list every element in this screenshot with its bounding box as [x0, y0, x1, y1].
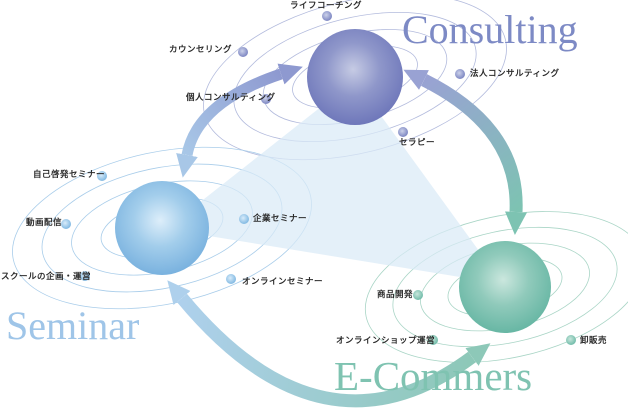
arrow-seminar-consulting [176, 63, 303, 178]
arrow-consulting-ecommers [403, 69, 527, 235]
label-counseling: カウンセリング [169, 44, 233, 54]
satellite-dot-corporate-seminar [239, 214, 249, 224]
title-seminar: Seminar [6, 303, 140, 348]
satellite-dot-self-development-seminar [97, 171, 107, 181]
satellite-dot-online-seminar [226, 274, 236, 284]
label-corporate-seminar: 企業セミナー [253, 213, 308, 223]
sphere-ecommers [459, 241, 551, 333]
label-school-planning: スクールの企画・運営 [1, 271, 92, 281]
satellite-dot-life-coaching [322, 11, 332, 21]
label-product-development: 商品開発 [377, 289, 414, 299]
satellite-dot-online-shop [428, 335, 438, 345]
label-corporate-consulting: 法人コンサルティング [470, 68, 560, 78]
title-ecommers: E-Commers [334, 353, 533, 399]
satellite-dot-video-streaming [61, 219, 71, 229]
satellite-dot-product-development [413, 290, 423, 300]
label-personal-consulting: 個人コンサルティング [186, 92, 276, 102]
satellite-dot-wholesale [566, 335, 576, 345]
label-wholesale: 卸販売 [580, 335, 608, 345]
satellite-dot-school-planning [80, 271, 90, 281]
satellite-dot-personal-consulting [261, 94, 271, 104]
label-video-streaming: 動画配信 [26, 217, 63, 227]
label-online-shop: オンラインショップ運営 [336, 335, 436, 345]
satellite-dot-corporate-consulting [455, 69, 465, 79]
sphere-seminar [115, 181, 209, 275]
label-self-development-seminar: 自己啓発セミナー [33, 169, 106, 179]
satellite-dot-counseling [238, 47, 248, 57]
satellite-dot-therapy [398, 127, 408, 137]
label-online-seminar: オンラインセミナー [242, 276, 324, 286]
title-consulting: Consulting [402, 7, 578, 52]
sphere-consulting [307, 29, 403, 125]
arrow-seminar-ecommers [167, 280, 491, 408]
label-life-coaching: ライフコーチング [290, 0, 363, 10]
label-therapy: セラピー [399, 137, 436, 147]
